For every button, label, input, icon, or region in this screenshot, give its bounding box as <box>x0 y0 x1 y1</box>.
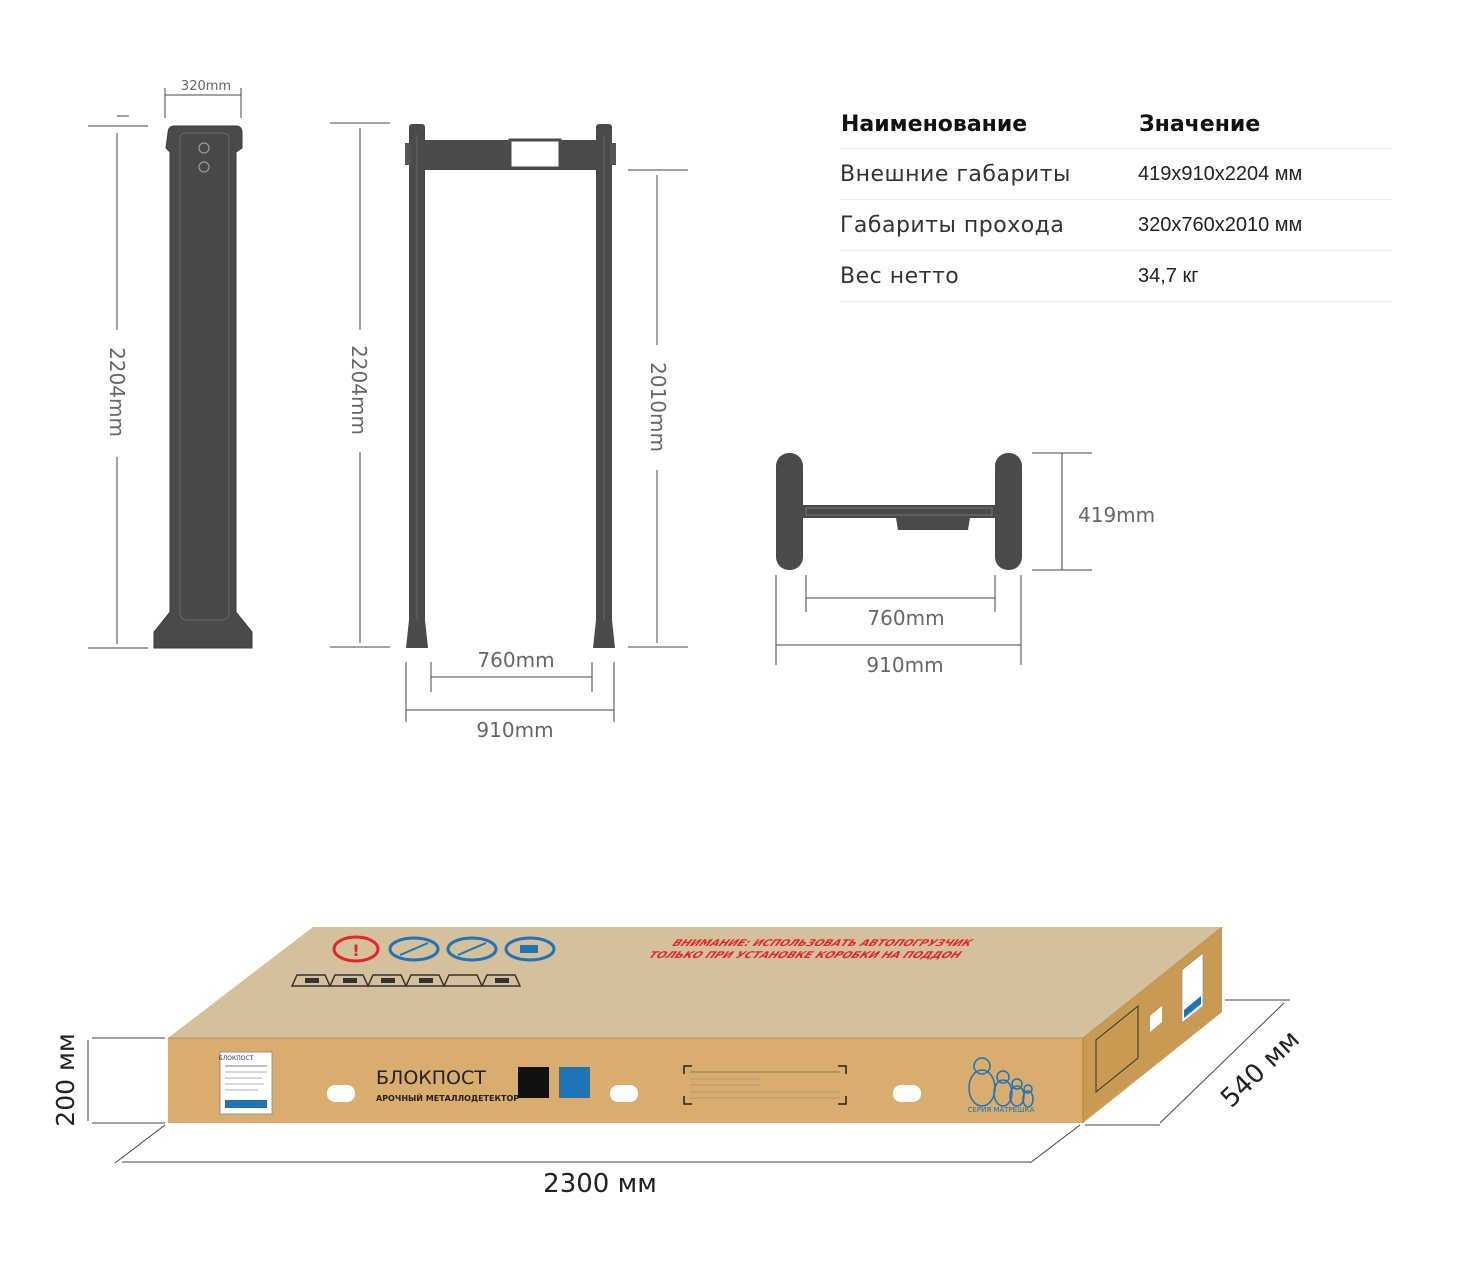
side-height-label: 2204mm <box>105 347 129 437</box>
front-passage-width-label: 760mm <box>477 648 554 672</box>
hand-hole <box>327 1085 355 1102</box>
side-hand-hole <box>1150 1006 1162 1032</box>
spec-name: Вес нетто <box>840 250 1138 302</box>
top-view: 419mm 760mm 910mm <box>775 452 1155 677</box>
top-depth-label: 419mm <box>1078 503 1155 527</box>
side-handling-symbols <box>1095 1004 1139 1094</box>
box-brand: БЛОКПОСТ <box>376 1067 486 1089</box>
color-swatch-black <box>518 1067 549 1098</box>
box-marking-frame <box>683 1065 847 1105</box>
left-pillar-top <box>776 453 803 570</box>
no-forklift-icon <box>388 936 440 962</box>
front-view: 2204mm 2010mm 760mm 910mm <box>330 122 688 742</box>
header-name: Наименование <box>840 100 1138 149</box>
box-front-face <box>168 1038 1083 1123</box>
control-panel <box>508 138 562 170</box>
top-passage-width-label: 760mm <box>867 606 944 630</box>
spec-value: 320x760x2010 мм <box>1138 199 1392 251</box>
spec-value: 34,7 кг <box>1138 250 1392 302</box>
box-brand-subtitle: АРОЧНЫЙ МЕТАЛЛОДЕТЕКТОР <box>376 1092 519 1103</box>
control-panel-top <box>896 518 970 530</box>
spec-name: Внешние габариты <box>840 148 1138 200</box>
spec-table: Наименование Значение Внешние габариты 4… <box>840 100 1392 302</box>
box-depth-label: 540 мм <box>1215 1025 1306 1114</box>
no-forklift-icon <box>446 936 498 962</box>
handling-symbols <box>290 974 522 987</box>
right-foot <box>593 620 615 648</box>
shipping-box: ! ВНИМАНИЕ: ИСПОЛЬЗОВАТЬ АВТОПОГРУЗЧИК Т… <box>168 926 1223 1123</box>
box-label-brand: БЛОКПОСТ <box>219 1055 254 1062</box>
table-row: Вес нетто 34,7 кг <box>840 250 1392 302</box>
indicator-light <box>198 161 210 173</box>
box-warning-line1: ВНИМАНИЕ: ИСПОЛЬЗОВАТЬ АВТОПОГРУЗЧИК <box>669 937 977 948</box>
side-view: 320mm 2204mm <box>88 79 253 649</box>
color-swatch-blue <box>559 1067 590 1098</box>
right-pillar-top <box>995 453 1022 570</box>
box-warning-line2: ТОЛЬКО ПРИ УСТАНОВКЕ КОРОБКИ НА ПОДДОН <box>645 949 965 960</box>
table-row: Габариты прохода 320x760x2010 мм <box>840 199 1392 251</box>
box-height-label: 200 мм <box>51 1033 80 1126</box>
box-length-label: 2300 мм <box>543 1169 657 1199</box>
top-total-width-label: 910mm <box>866 653 943 677</box>
crossbar-top <box>803 505 995 518</box>
front-passage-height-label: 2010mm <box>646 362 670 452</box>
svg-text:!: ! <box>352 941 359 960</box>
box-top-face <box>168 927 1222 1038</box>
spec-table-header: Наименование Значение <box>840 100 1392 149</box>
matryoshka-logo <box>968 1057 1034 1108</box>
spec-value: 419x910x2204 мм <box>1138 148 1392 200</box>
left-foot <box>406 620 428 648</box>
warning-icon <box>332 935 380 963</box>
spec-name: Габариты прохода <box>840 199 1138 251</box>
header-value: Значение <box>1138 100 1392 149</box>
front-total-width-label: 910mm <box>476 718 553 742</box>
forklift-icon <box>504 936 556 962</box>
table-row: Внешние габариты 419x910x2204 мм <box>840 148 1392 200</box>
front-height-label: 2204mm <box>347 345 371 435</box>
side-width-label: 320mm <box>181 79 231 94</box>
hand-hole <box>610 1085 638 1102</box>
hand-hole <box>893 1085 921 1102</box>
indicator-light <box>198 142 210 154</box>
box-series: СЕРИЯ МАТРЁШКА <box>968 1105 1035 1114</box>
